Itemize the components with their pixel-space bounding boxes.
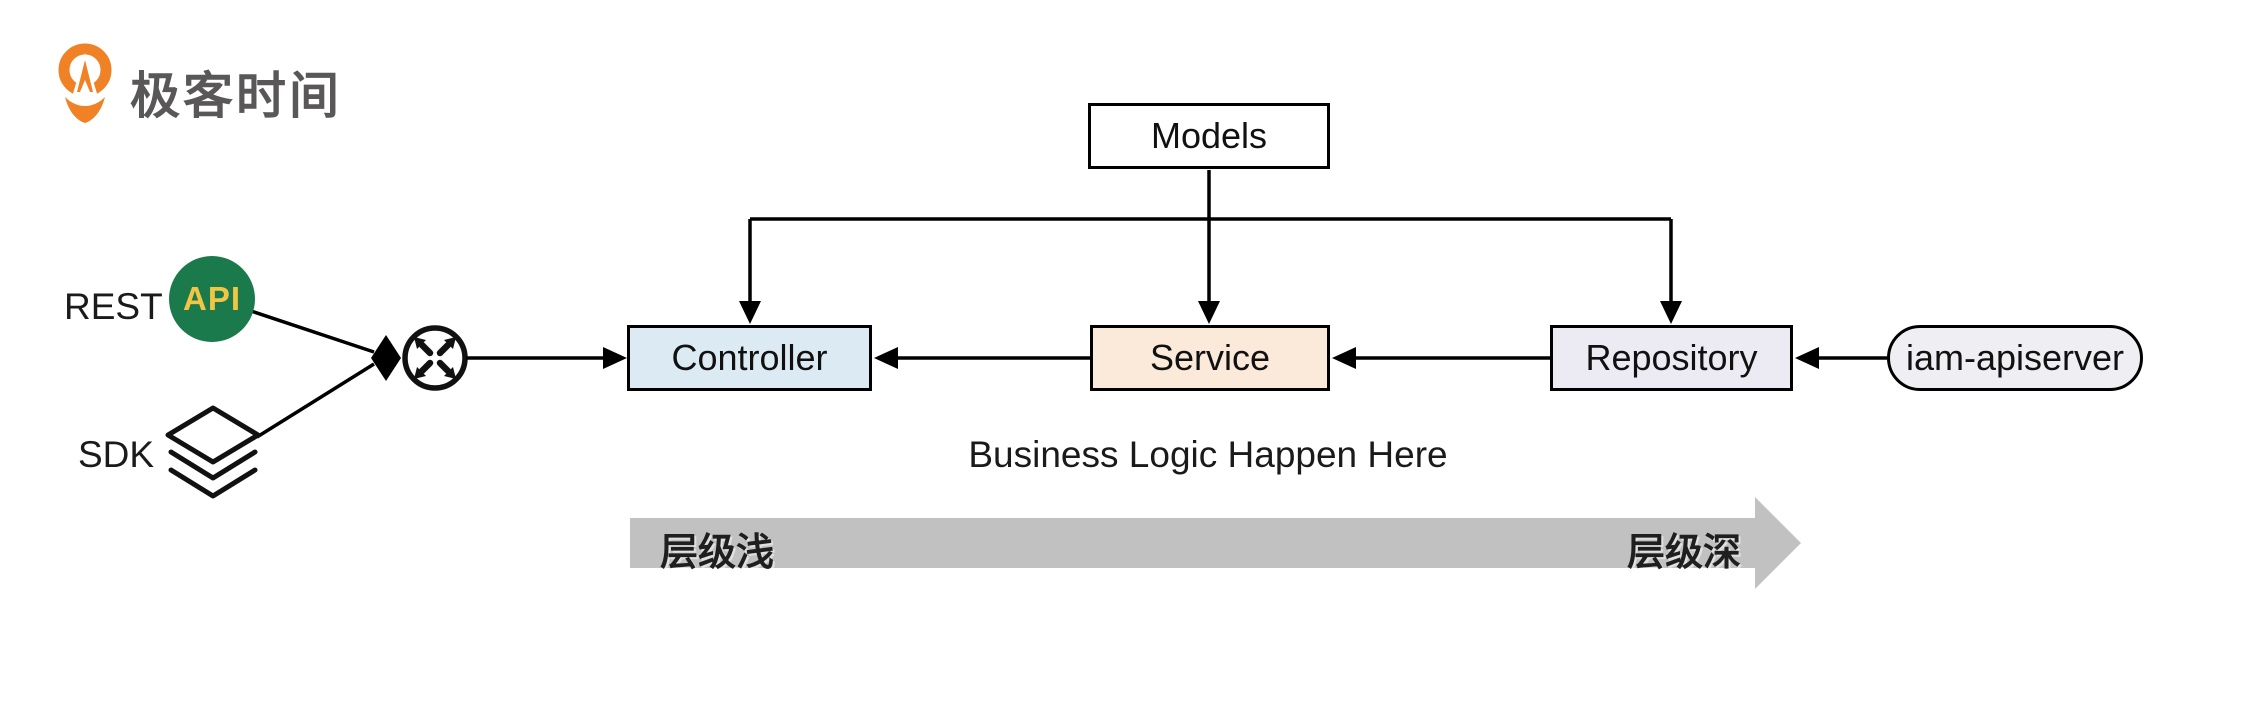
rest-label: REST [64, 286, 163, 327]
repository-to-service-arrow [1332, 347, 1550, 369]
api-badge: API [169, 256, 255, 342]
models-fanout-connectors [739, 170, 1682, 324]
depth-gradient-arrow [630, 497, 1801, 589]
geektime-logo [57, 40, 113, 128]
node-controller-label: Controller [671, 337, 828, 378]
node-controller: Controller [627, 325, 872, 391]
client-to-router-lines [250, 309, 375, 439]
sdk-label: SDK [78, 434, 155, 475]
brand-name: 极客时间 [130, 68, 342, 124]
router-icon [402, 325, 468, 391]
node-models: Models [1088, 103, 1330, 169]
router-to-controller-arrow [466, 347, 627, 369]
layers-icon [165, 405, 261, 499]
node-models-label: Models [1150, 115, 1268, 156]
depth-shallow-label: 层级浅 [660, 532, 775, 574]
geektime-pin-icon [58, 43, 112, 123]
depth-deep-label: 层级深 [1627, 532, 1742, 574]
service-to-controller-arrow [874, 347, 1090, 369]
merge-diamond-icon [371, 335, 401, 381]
node-service-label: Service [1149, 337, 1271, 378]
node-service: Service [1090, 325, 1330, 391]
node-iam-apiserver: iam-apiserver [1887, 325, 2143, 391]
node-repository-label: Repository [1585, 337, 1758, 378]
node-repository: Repository [1550, 325, 1793, 391]
node-iam-apiserver-label: iam-apiserver [1905, 337, 2125, 378]
apiserver-to-repository-arrow [1795, 347, 1887, 369]
api-badge-text: API [182, 280, 241, 317]
business-logic-caption: Business Logic Happen Here [968, 434, 1448, 475]
